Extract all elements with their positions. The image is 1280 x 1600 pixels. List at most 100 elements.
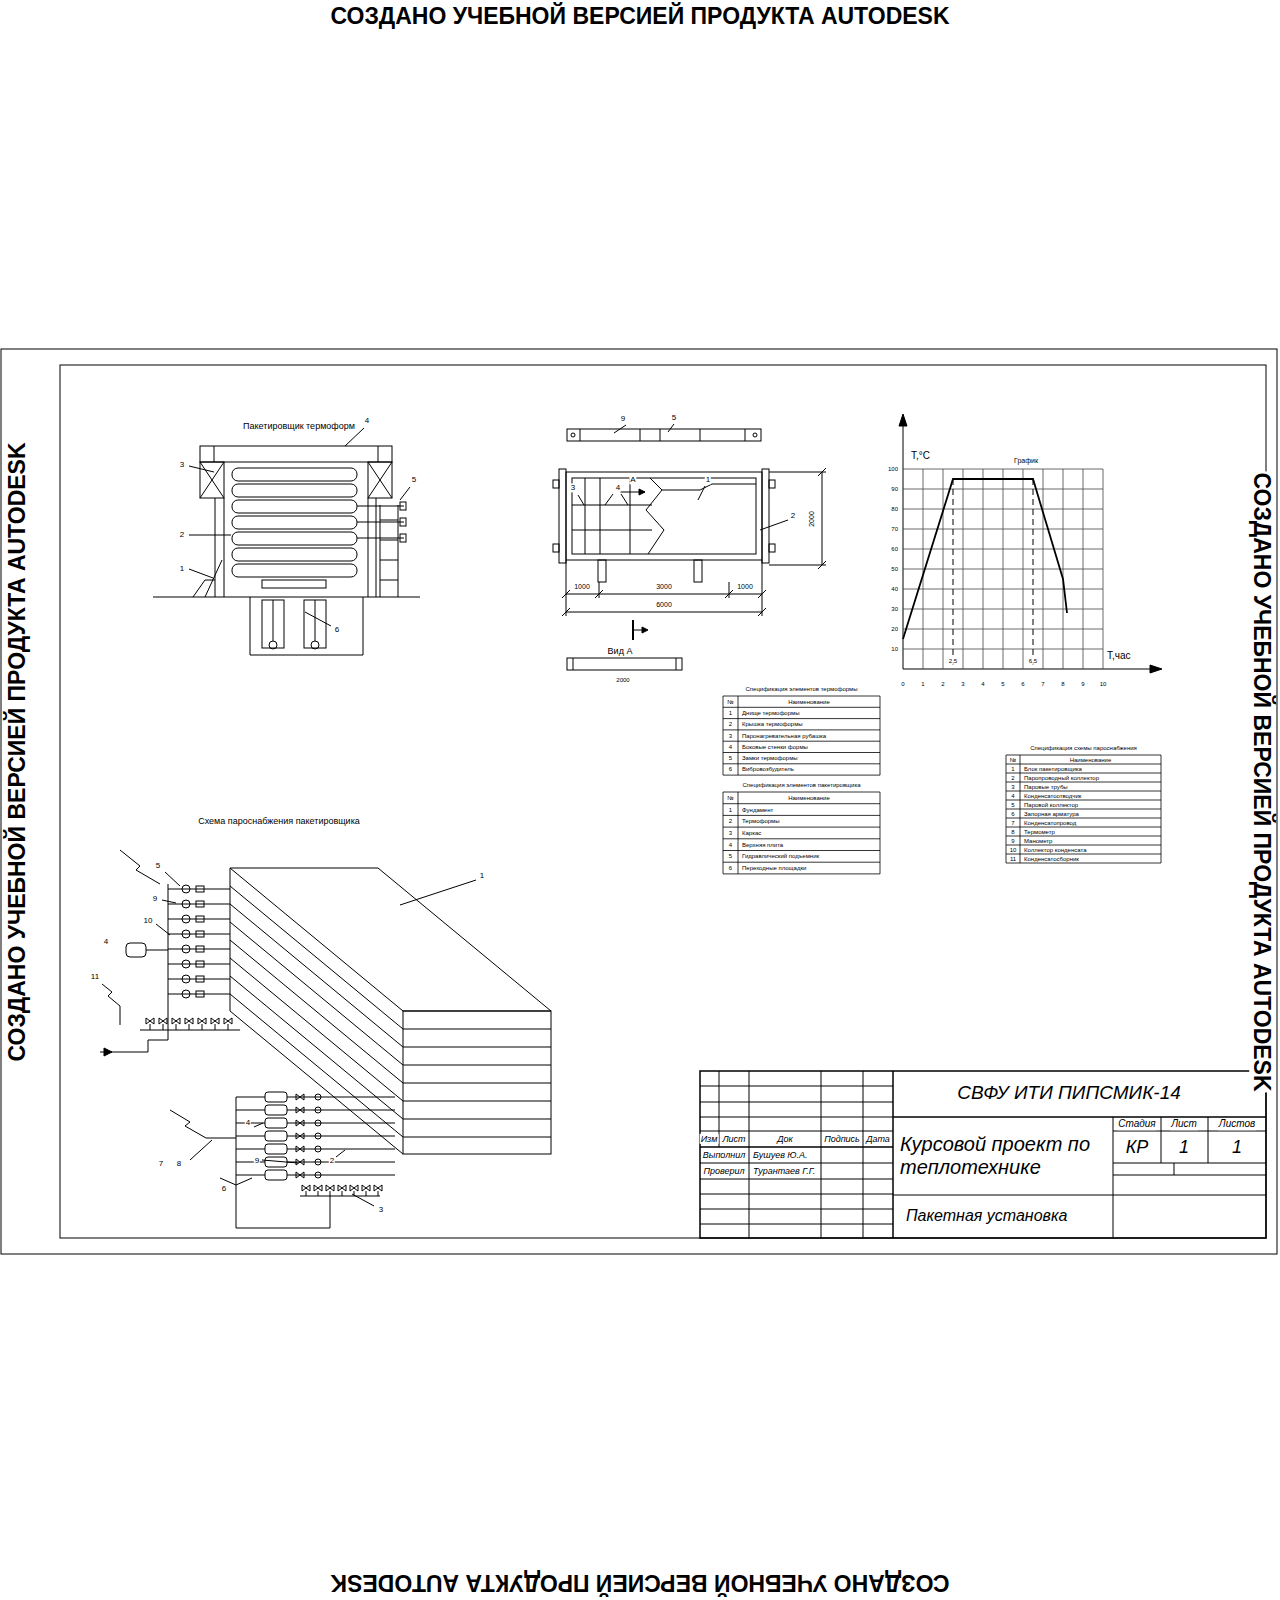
tick-label: 2,5 <box>948 658 958 665</box>
title-block <box>893 1195 1266 1196</box>
packer-plan <box>818 561 826 569</box>
table-header: Наименование <box>787 698 831 705</box>
table-grid <box>1020 755 1021 863</box>
packer-section <box>189 466 214 472</box>
title-block <box>1113 1163 1266 1164</box>
table-grid <box>1006 863 1161 864</box>
steam-pipes <box>196 916 204 922</box>
steam-pipes <box>168 964 230 965</box>
stack-layers <box>230 940 403 1083</box>
callout-number: 2 <box>179 530 185 539</box>
tick-label: 6 <box>1020 681 1025 688</box>
valve-symbol <box>338 1185 346 1191</box>
stamp-header: Подпись <box>823 1134 861 1144</box>
steam-scheme <box>400 880 476 905</box>
steam-scheme <box>336 1150 345 1157</box>
table-header: № <box>726 698 734 705</box>
tick-label: 10 <box>890 646 899 653</box>
table-cell: 3 <box>1010 783 1015 790</box>
steam-pipes <box>236 1097 265 1098</box>
steam-scheme <box>230 868 551 1011</box>
packer-section <box>357 522 404 523</box>
valve-symbol <box>146 1018 232 1030</box>
steam-pipes <box>196 901 204 907</box>
stack-layers <box>403 1065 551 1066</box>
title-block <box>700 1117 893 1118</box>
packer-plan <box>566 594 762 595</box>
table-cell: 8 <box>1010 828 1015 835</box>
steam-pipes <box>236 1092 395 1180</box>
packer-plan <box>762 469 769 563</box>
packer-section <box>262 600 284 648</box>
stamp-cell: Выполнил <box>702 1150 747 1160</box>
stamp-header: Дата <box>865 1134 891 1144</box>
steam-pipes <box>265 1144 287 1154</box>
steam-pipes <box>296 1133 304 1139</box>
table-cell: Боковые стенки формы <box>741 743 809 750</box>
table-cell: 2 <box>728 721 733 728</box>
table-cell: Переходные площадки <box>741 865 807 872</box>
table-cell: 4 <box>728 743 733 750</box>
packer-section <box>232 484 357 497</box>
table-cell: Паронагревательная рубашка <box>741 732 827 739</box>
title-block <box>893 1116 1266 1118</box>
packer-plan <box>605 494 613 505</box>
packer-section <box>224 498 225 597</box>
table-grid <box>723 752 880 753</box>
callout-number: 2 <box>329 1156 335 1165</box>
tick-label: 8 <box>1060 681 1065 688</box>
callout-number: 8 <box>176 1159 182 1168</box>
dimension: 1000 <box>736 583 754 591</box>
packer-section <box>200 462 224 498</box>
title-block <box>892 1071 894 1238</box>
view-title: Пакетировщик термоформ <box>242 421 356 431</box>
table-cell: 5 <box>728 853 733 860</box>
watermark: СОЗДАНО УЧЕБНОЙ ВЕРСИЕЙ ПРОДУКТА AUTODES… <box>329 1570 950 1596</box>
packer-section <box>378 446 379 462</box>
tick-label: 1 <box>920 681 925 688</box>
packer-section <box>153 428 420 655</box>
dimension: 1000 <box>573 583 591 591</box>
steam-pipes <box>182 900 190 908</box>
tick-label: 10 <box>1099 681 1108 688</box>
title-block <box>700 1224 893 1225</box>
packer-section <box>232 532 357 545</box>
chart-title: График <box>1013 457 1039 465</box>
title-block <box>719 1071 720 1147</box>
packer-section <box>368 462 392 498</box>
packer-section <box>232 516 357 529</box>
table-grid <box>723 775 880 776</box>
table-cell: Днище термоформы <box>741 709 800 716</box>
table-cell: Паропроводный коллектор <box>1023 774 1100 781</box>
steam-pipes <box>236 1162 265 1163</box>
stamp-header: Изм <box>700 1134 719 1144</box>
table-cell: 3 <box>728 732 733 739</box>
chart-grid <box>903 629 1103 630</box>
packer-plan <box>614 425 626 433</box>
steam-pipes <box>315 1094 321 1100</box>
valve-symbol <box>326 1185 334 1191</box>
steam-pipes <box>182 930 190 938</box>
table-title: Спецификация элементов термоформы <box>744 686 858 693</box>
tick-label: 9 <box>1080 681 1085 688</box>
steam-pipes <box>196 886 204 892</box>
table-header: Наименование <box>1069 756 1113 763</box>
chart-grid <box>903 589 1103 590</box>
temperature-chart <box>903 479 1067 639</box>
steam-scheme <box>165 872 180 886</box>
packer-section <box>380 540 398 541</box>
packer-plan <box>700 429 701 441</box>
callout-number: 9 <box>254 1156 260 1165</box>
title-block <box>749 1071 750 1238</box>
packer-plan <box>566 612 762 613</box>
tick-label: 4 <box>980 681 985 688</box>
packer-section <box>368 462 392 498</box>
packer-section <box>304 600 326 648</box>
packer-plan <box>660 429 661 441</box>
watermark: СОЗДАНО УЧЕБНОЙ ВЕРСИЕЙ ПРОДУКТА AUTODES… <box>329 3 950 29</box>
packer-section <box>398 505 399 597</box>
packer-plan <box>567 658 682 670</box>
valve-symbol <box>202 1024 203 1030</box>
valve-symbol <box>314 1185 322 1191</box>
packer-plan <box>595 590 603 598</box>
